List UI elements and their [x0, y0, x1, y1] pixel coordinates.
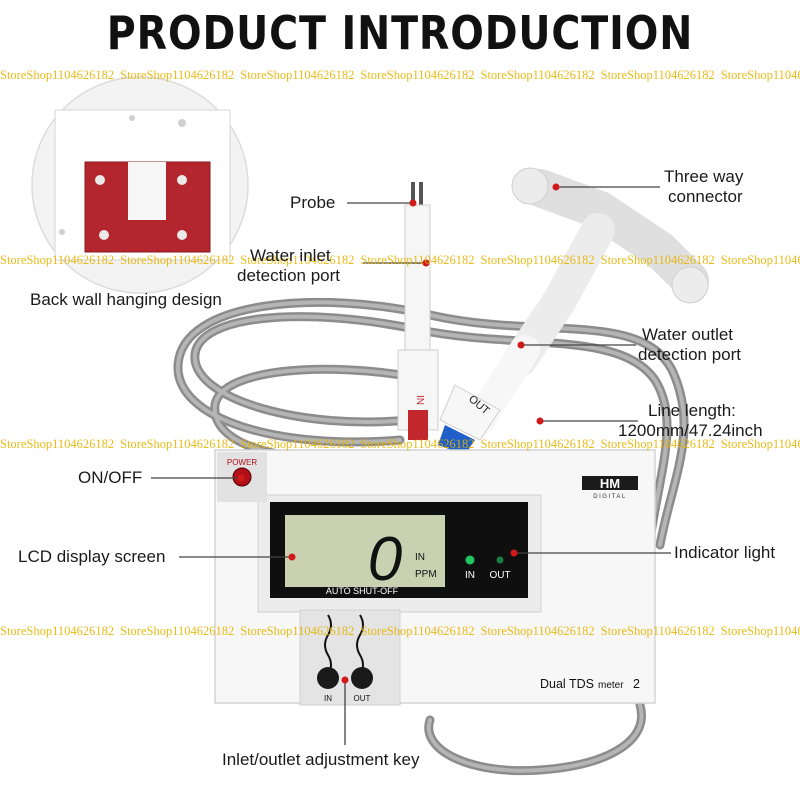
probe [397, 182, 439, 440]
watermark-text: StoreShop1104626182 [360, 624, 475, 638]
callout-inlet-2: detection port [237, 266, 341, 285]
model-name-a: Dual TDS [540, 677, 594, 691]
callout-three-way-2: connector [668, 187, 743, 206]
watermark-text: StoreShop1104626182 [600, 253, 715, 267]
watermark-text: StoreShop1104626182 [600, 624, 715, 638]
watermark-text: StoreShop1104626182 [720, 253, 800, 267]
watermark-text: StoreShop1104626182 [120, 437, 235, 451]
callout-indicator: Indicator light [674, 543, 776, 562]
watermark-text: StoreShop1104626182 [0, 624, 115, 638]
tube-in-label: IN [414, 395, 425, 405]
key-out-label: OUT [354, 694, 371, 703]
callout-line-length-1: Line length: [648, 401, 736, 420]
watermark-text: StoreShop1104626182 [240, 68, 355, 82]
key-in-label: IN [324, 694, 332, 703]
watermark-text: StoreShop1104626182 [480, 624, 595, 638]
lcd-in-label: IN [415, 552, 425, 563]
watermark-text: StoreShop1104626182 [0, 68, 115, 82]
watermark-text: StoreShop1104626182 [480, 253, 595, 267]
callout-back-wall: Back wall hanging design [30, 290, 222, 309]
watermark-row: StoreShop1104626182 StoreShop1104626182 St… [0, 253, 800, 271]
power-label: POWER [227, 458, 257, 467]
watermark-text: StoreShop1104626182 [120, 624, 235, 638]
watermark-row: StoreShop1104626182 StoreShop1104626182 St… [0, 437, 800, 455]
watermark-text: StoreShop1104626182 [480, 437, 595, 451]
callout-dots [237, 183, 560, 684]
watermark-text: StoreShop1104626182 [480, 68, 595, 82]
callout-lcd: LCD display screen [18, 547, 166, 566]
three-way-connector [438, 167, 709, 455]
callout-line-length-2: 1200mm/47.24inch [618, 421, 763, 440]
callout-on-off: ON/OFF [78, 468, 143, 487]
watermark-text: StoreShop1104626182 [0, 253, 115, 267]
watermark-text: StoreShop1104626182 [600, 437, 715, 451]
watermark-text: StoreShop1104626182 [120, 253, 235, 267]
brand-sub: DIGITAL [593, 494, 626, 500]
watermark-text: StoreShop1104626182 [360, 253, 475, 267]
lcd-digit: 0 [368, 525, 402, 594]
callout-adjust-key: Inlet/outlet adjustment key [222, 750, 420, 769]
watermark-text: StoreShop1104626182 [120, 68, 235, 82]
watermark-text: StoreShop1104626182 [360, 68, 475, 82]
led-out-label: OUT [489, 570, 510, 581]
back-wall-inset [31, 76, 249, 294]
callout-outlet-2: detection port [638, 345, 742, 364]
tds-meter-body [214, 449, 656, 706]
led-in-label: IN [465, 570, 475, 581]
auto-shutoff-label: AUTO SHUT-OFF [326, 586, 399, 596]
watermark-row: StoreShop1104626182 StoreShop1104626182 St… [0, 68, 800, 86]
watermark-text: StoreShop1104626182 [720, 68, 800, 82]
callout-probe: Probe [290, 193, 336, 212]
lcd-unit-label: PPM [415, 569, 437, 580]
callout-three-way-1: Three way [664, 167, 744, 186]
watermark-text: StoreShop1104626182 [0, 437, 115, 451]
watermark-text: StoreShop1104626182 [720, 437, 800, 451]
watermark-row: StoreShop1104626182 StoreShop1104626182 St… [0, 624, 800, 642]
model-name-c: 2 [633, 677, 640, 691]
watermark-text: StoreShop1104626182 [240, 253, 355, 267]
watermark-text: StoreShop1104626182 [240, 437, 355, 451]
watermark-text: StoreShop1104626182 [240, 624, 355, 638]
callout-inlet-1: Water inlet [250, 246, 331, 265]
watermark-text: StoreShop1104626182 [720, 624, 800, 638]
brand-logo: HM [600, 476, 620, 491]
model-name-b: meter [598, 680, 624, 691]
callout-lines [151, 186, 671, 745]
callout-outlet-1: Water outlet [642, 325, 734, 344]
page-title: PRODUCT INTRODUCTION [106, 6, 694, 60]
watermark-text: StoreShop1104626182 [360, 437, 475, 451]
watermark-text: StoreShop1104626182 [600, 68, 715, 82]
